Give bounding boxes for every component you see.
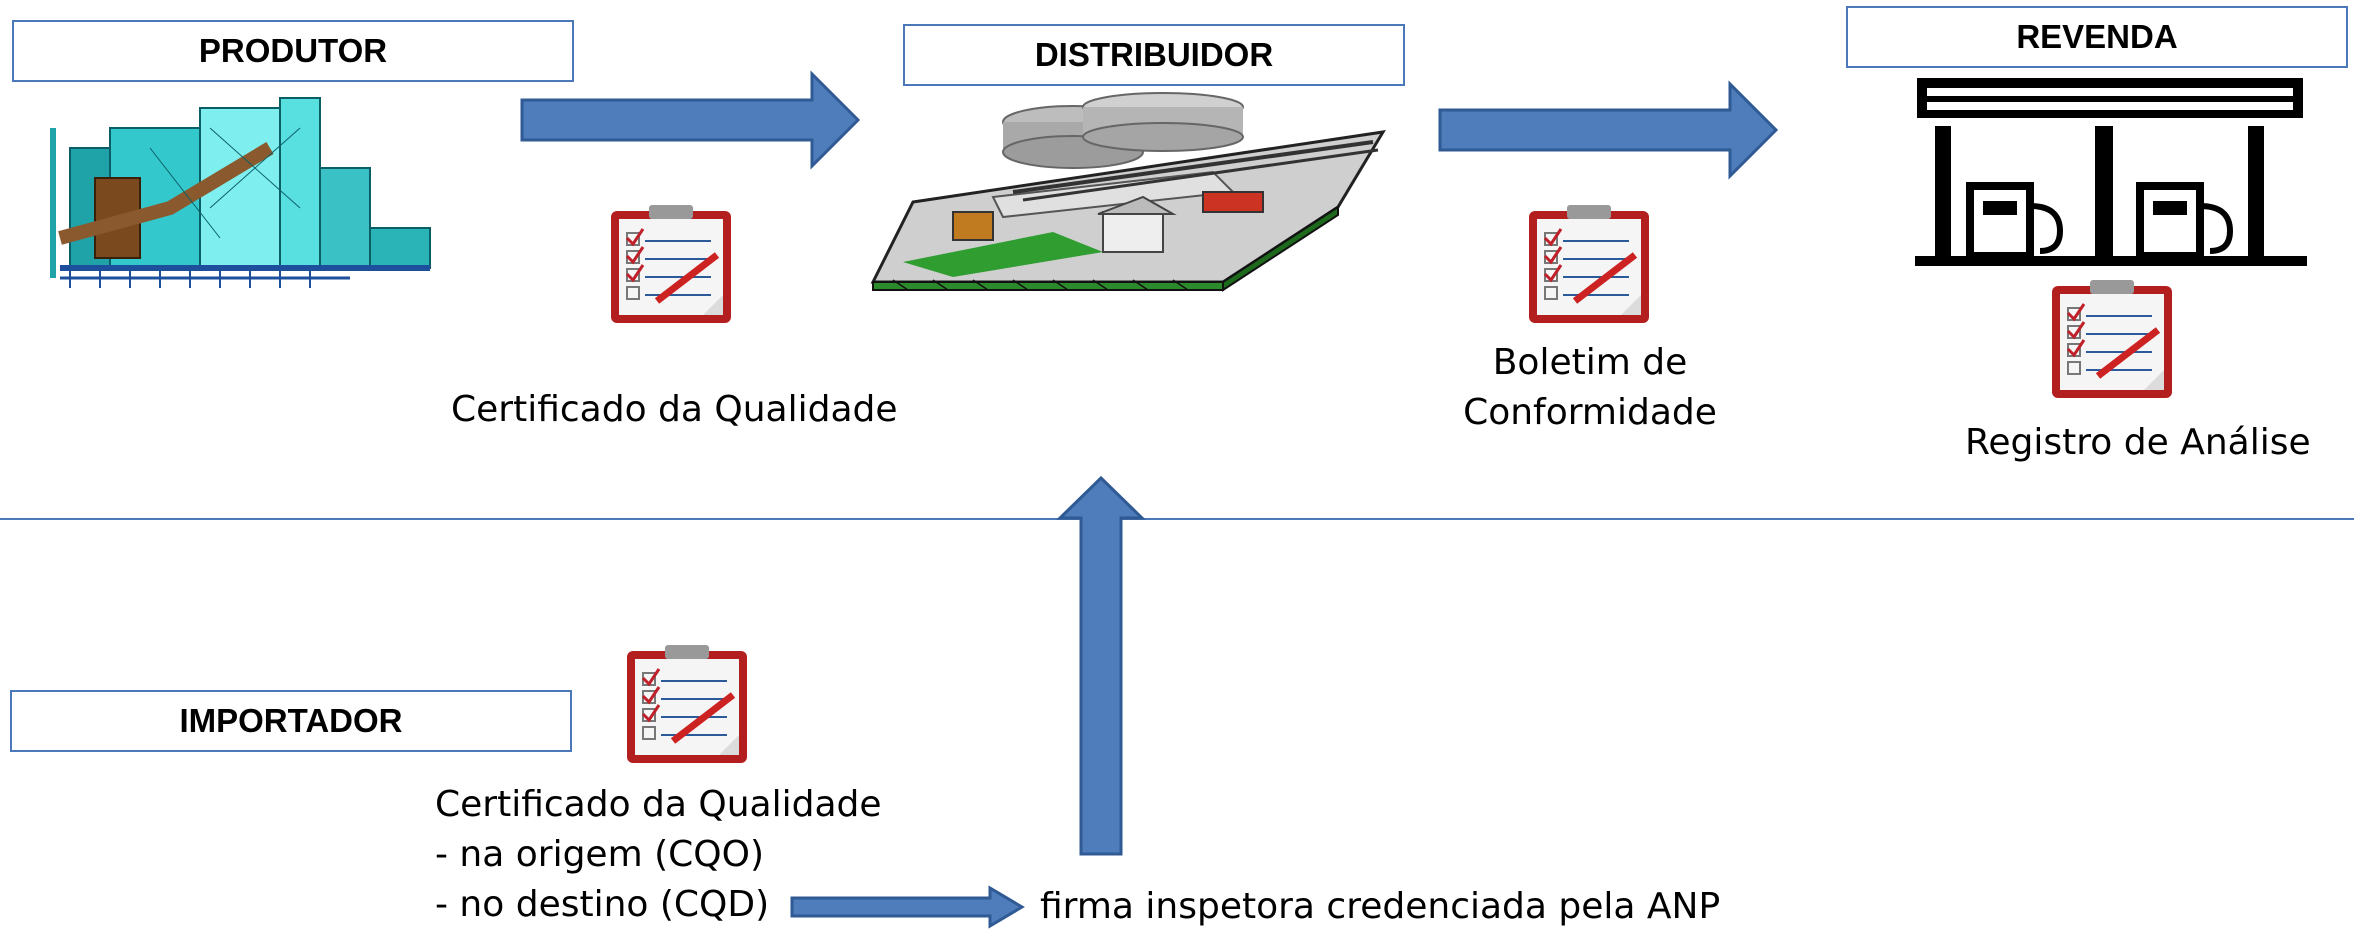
distribuidor-doc-line1: Boletim de	[1492, 342, 1688, 383]
importador-doc-line2: - na origem (CQO)	[435, 834, 764, 875]
distribuidor-doc-line2: Conformidade	[1463, 392, 1717, 433]
importador-doc-line1: Certificado da Qualidade	[435, 784, 882, 825]
arrow-to-inspetora	[790, 885, 1025, 929]
clipboard-checklist-icon	[2052, 280, 2172, 398]
importador-document-caption: Certificado da Qualidade - na origem (CQ…	[435, 780, 882, 930]
revenda-document-caption: Registro de Análise	[1965, 422, 2311, 463]
arrow-distribuidor-to-revenda	[1438, 80, 1779, 180]
section-divider	[0, 518, 2354, 520]
importador-doc-line3: - no destino (CQD)	[435, 884, 770, 925]
gas-station-icon	[1915, 78, 2307, 266]
clipboard-checklist-icon	[627, 645, 747, 763]
distribuidor-box: DISTRIBUIDOR	[903, 24, 1405, 86]
clipboard-checklist-icon	[1529, 205, 1649, 323]
revenda-label: REVENDA	[2016, 18, 2178, 55]
distribuidor-label: DISTRIBUIDOR	[1034, 36, 1274, 73]
revenda-box: REVENDA	[1846, 6, 2348, 68]
importador-label: IMPORTADOR	[179, 702, 403, 739]
factory-icon	[50, 97, 431, 288]
inspetora-caption: firma inspetora credenciada pela ANP	[1040, 886, 1721, 927]
arrow-produtor-to-distribuidor	[520, 70, 861, 170]
clipboard-checklist-icon	[611, 205, 731, 323]
produtor-document-caption: Certificado da Qualidade	[451, 389, 898, 430]
produtor-box: PRODUTOR	[12, 20, 574, 82]
importador-box: IMPORTADOR	[10, 690, 572, 752]
distribution-terminal-icon	[870, 92, 1386, 292]
arrow-importador-to-distribuidor	[1056, 475, 1146, 856]
distribuidor-document-caption: Boletim de Conformidade	[1440, 338, 1740, 438]
produtor-label: PRODUTOR	[198, 32, 388, 69]
